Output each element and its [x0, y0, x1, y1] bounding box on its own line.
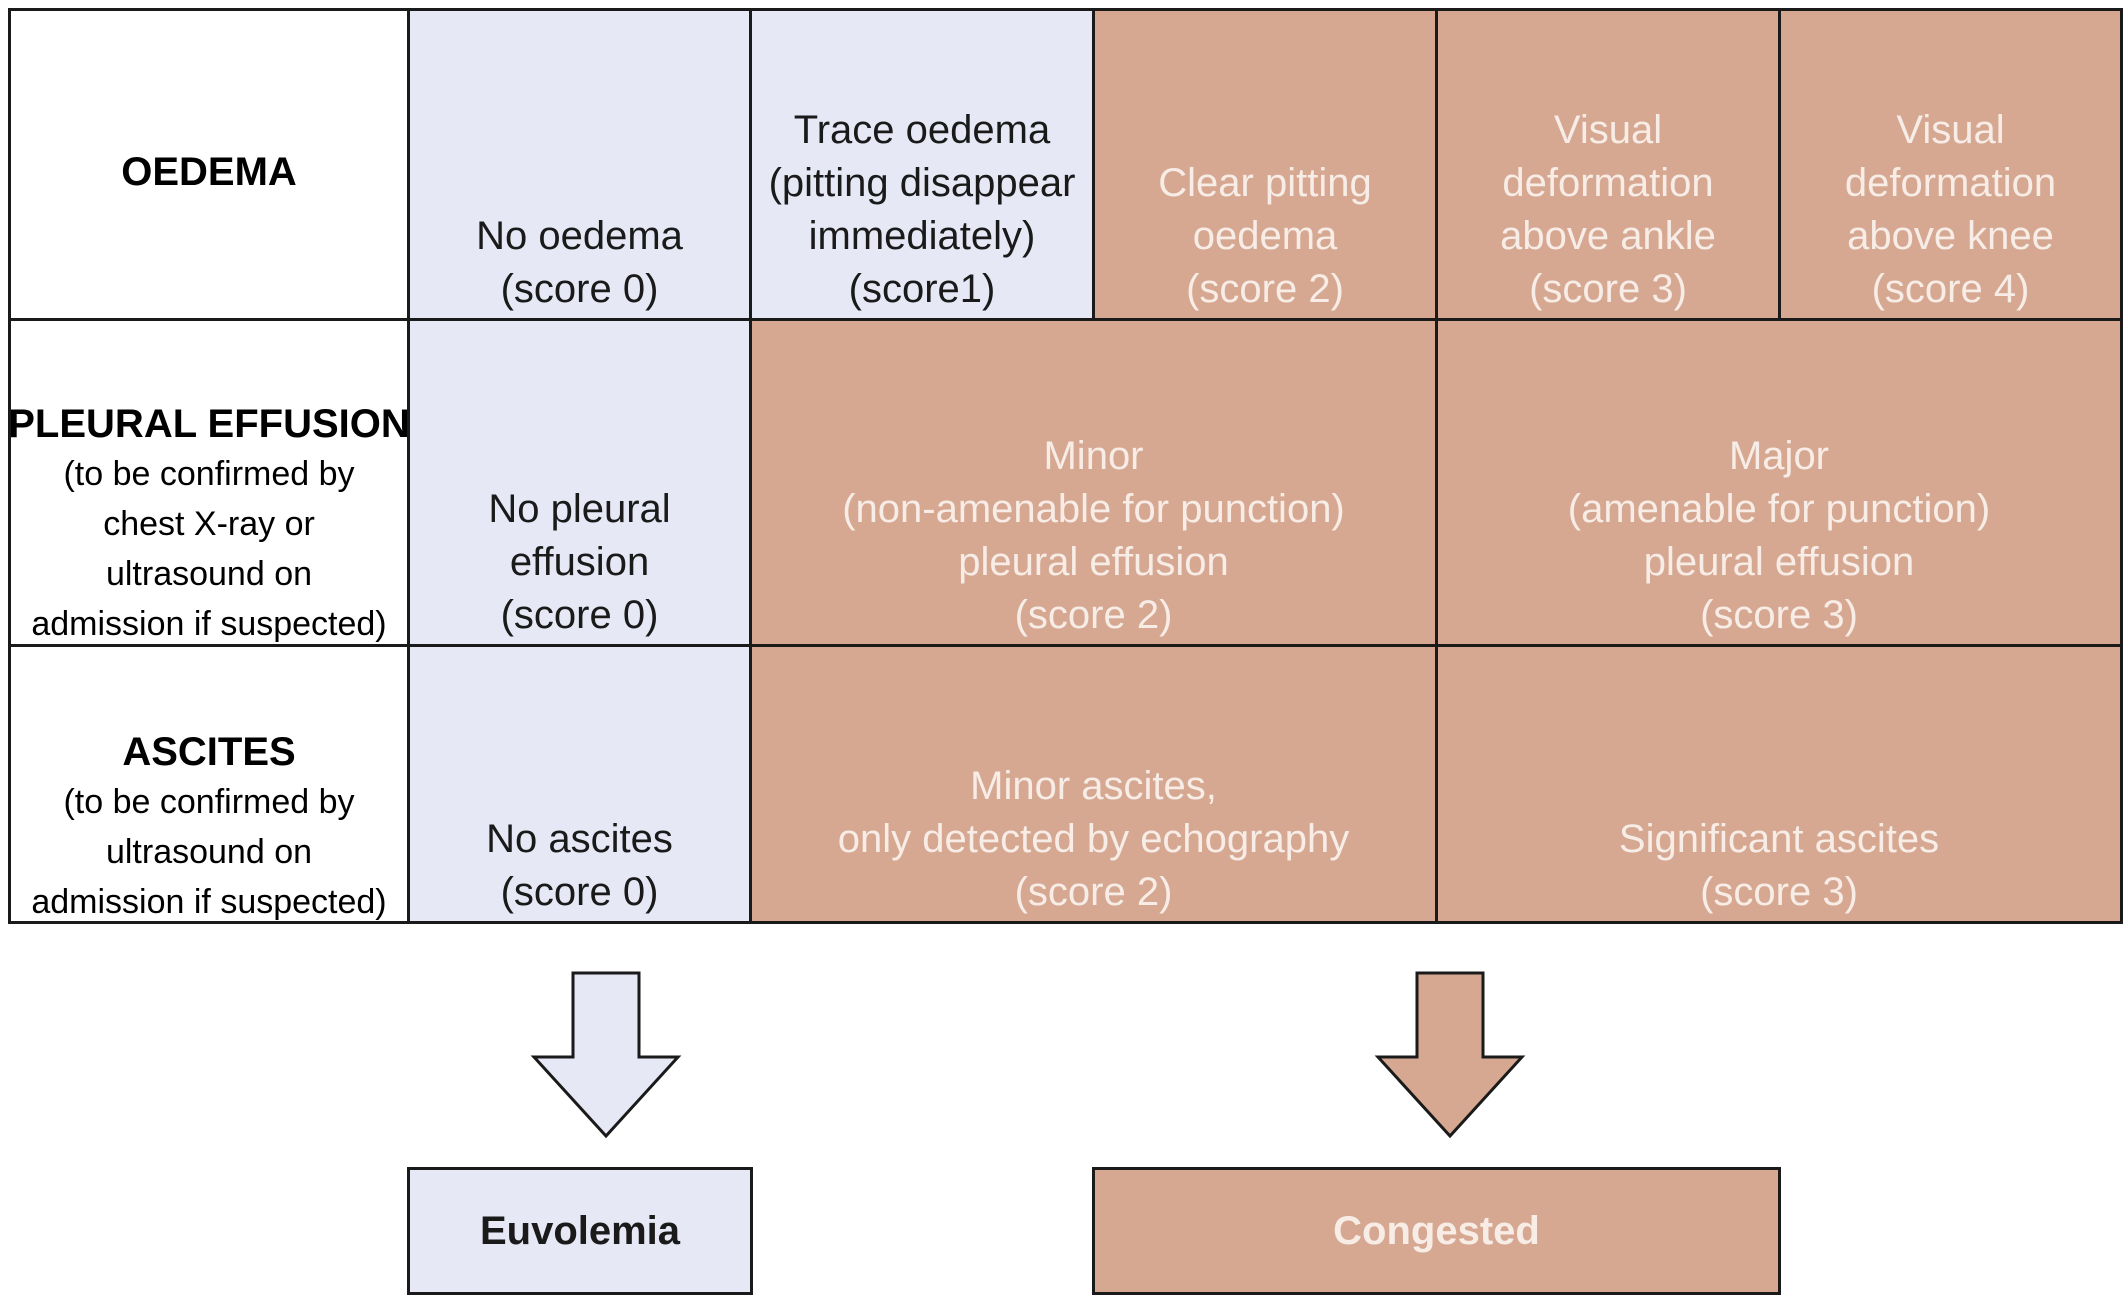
arrow-down-congested-icon: [1374, 971, 1526, 1139]
row-title-pleural-effusion: PLEURAL EFFUSION: [8, 402, 410, 446]
cell-no-oedema: No oedema (score 0): [407, 8, 752, 321]
cell-deformation-ankle: Visual deformation above ankle (score 3): [1435, 8, 1781, 321]
cell-no-ascites: No ascites (score 0): [407, 644, 752, 924]
outcome-congested-label: Congested: [1333, 1208, 1540, 1253]
cell-minor-ascites: Minor ascites, only detected by echograp…: [749, 644, 1438, 924]
cell-clear-pitting-oedema: Clear pitting oedema (score 2): [1092, 8, 1438, 321]
arrow-down-euvolemia-icon: [530, 971, 682, 1139]
outcome-euvolemia-label: Euvolemia: [479, 1208, 681, 1253]
cell-trace-oedema: Trace oedema (pitting disappear immediat…: [749, 8, 1095, 321]
cell-no-pleural-effusion: No pleural effusion (score 0): [407, 318, 752, 647]
cell-significant-ascites: Significant ascites (score 3): [1435, 644, 2123, 924]
cell-deformation-knee: Visual deformation above knee (score 4): [1778, 8, 2123, 321]
row-title-oedema: OEDEMA: [121, 150, 297, 194]
row-header-ascites: ASCITES (to be confirmed by ultrasound o…: [8, 644, 410, 924]
outcome-euvolemia: Euvolemia: [407, 1167, 753, 1295]
row-title-ascites: ASCITES: [122, 730, 296, 774]
cell-major-pleural-effusion: Major (amenable for punction) pleural ef…: [1435, 318, 2123, 647]
outcome-congested: Congested: [1092, 1167, 1781, 1295]
row-header-pleural-effusion: PLEURAL EFFUSION (to be confirmed by che…: [8, 318, 410, 647]
row-header-oedema: OEDEMA: [8, 8, 410, 321]
cell-minor-pleural-effusion: Minor (non-amenable for punction) pleura…: [749, 318, 1438, 647]
